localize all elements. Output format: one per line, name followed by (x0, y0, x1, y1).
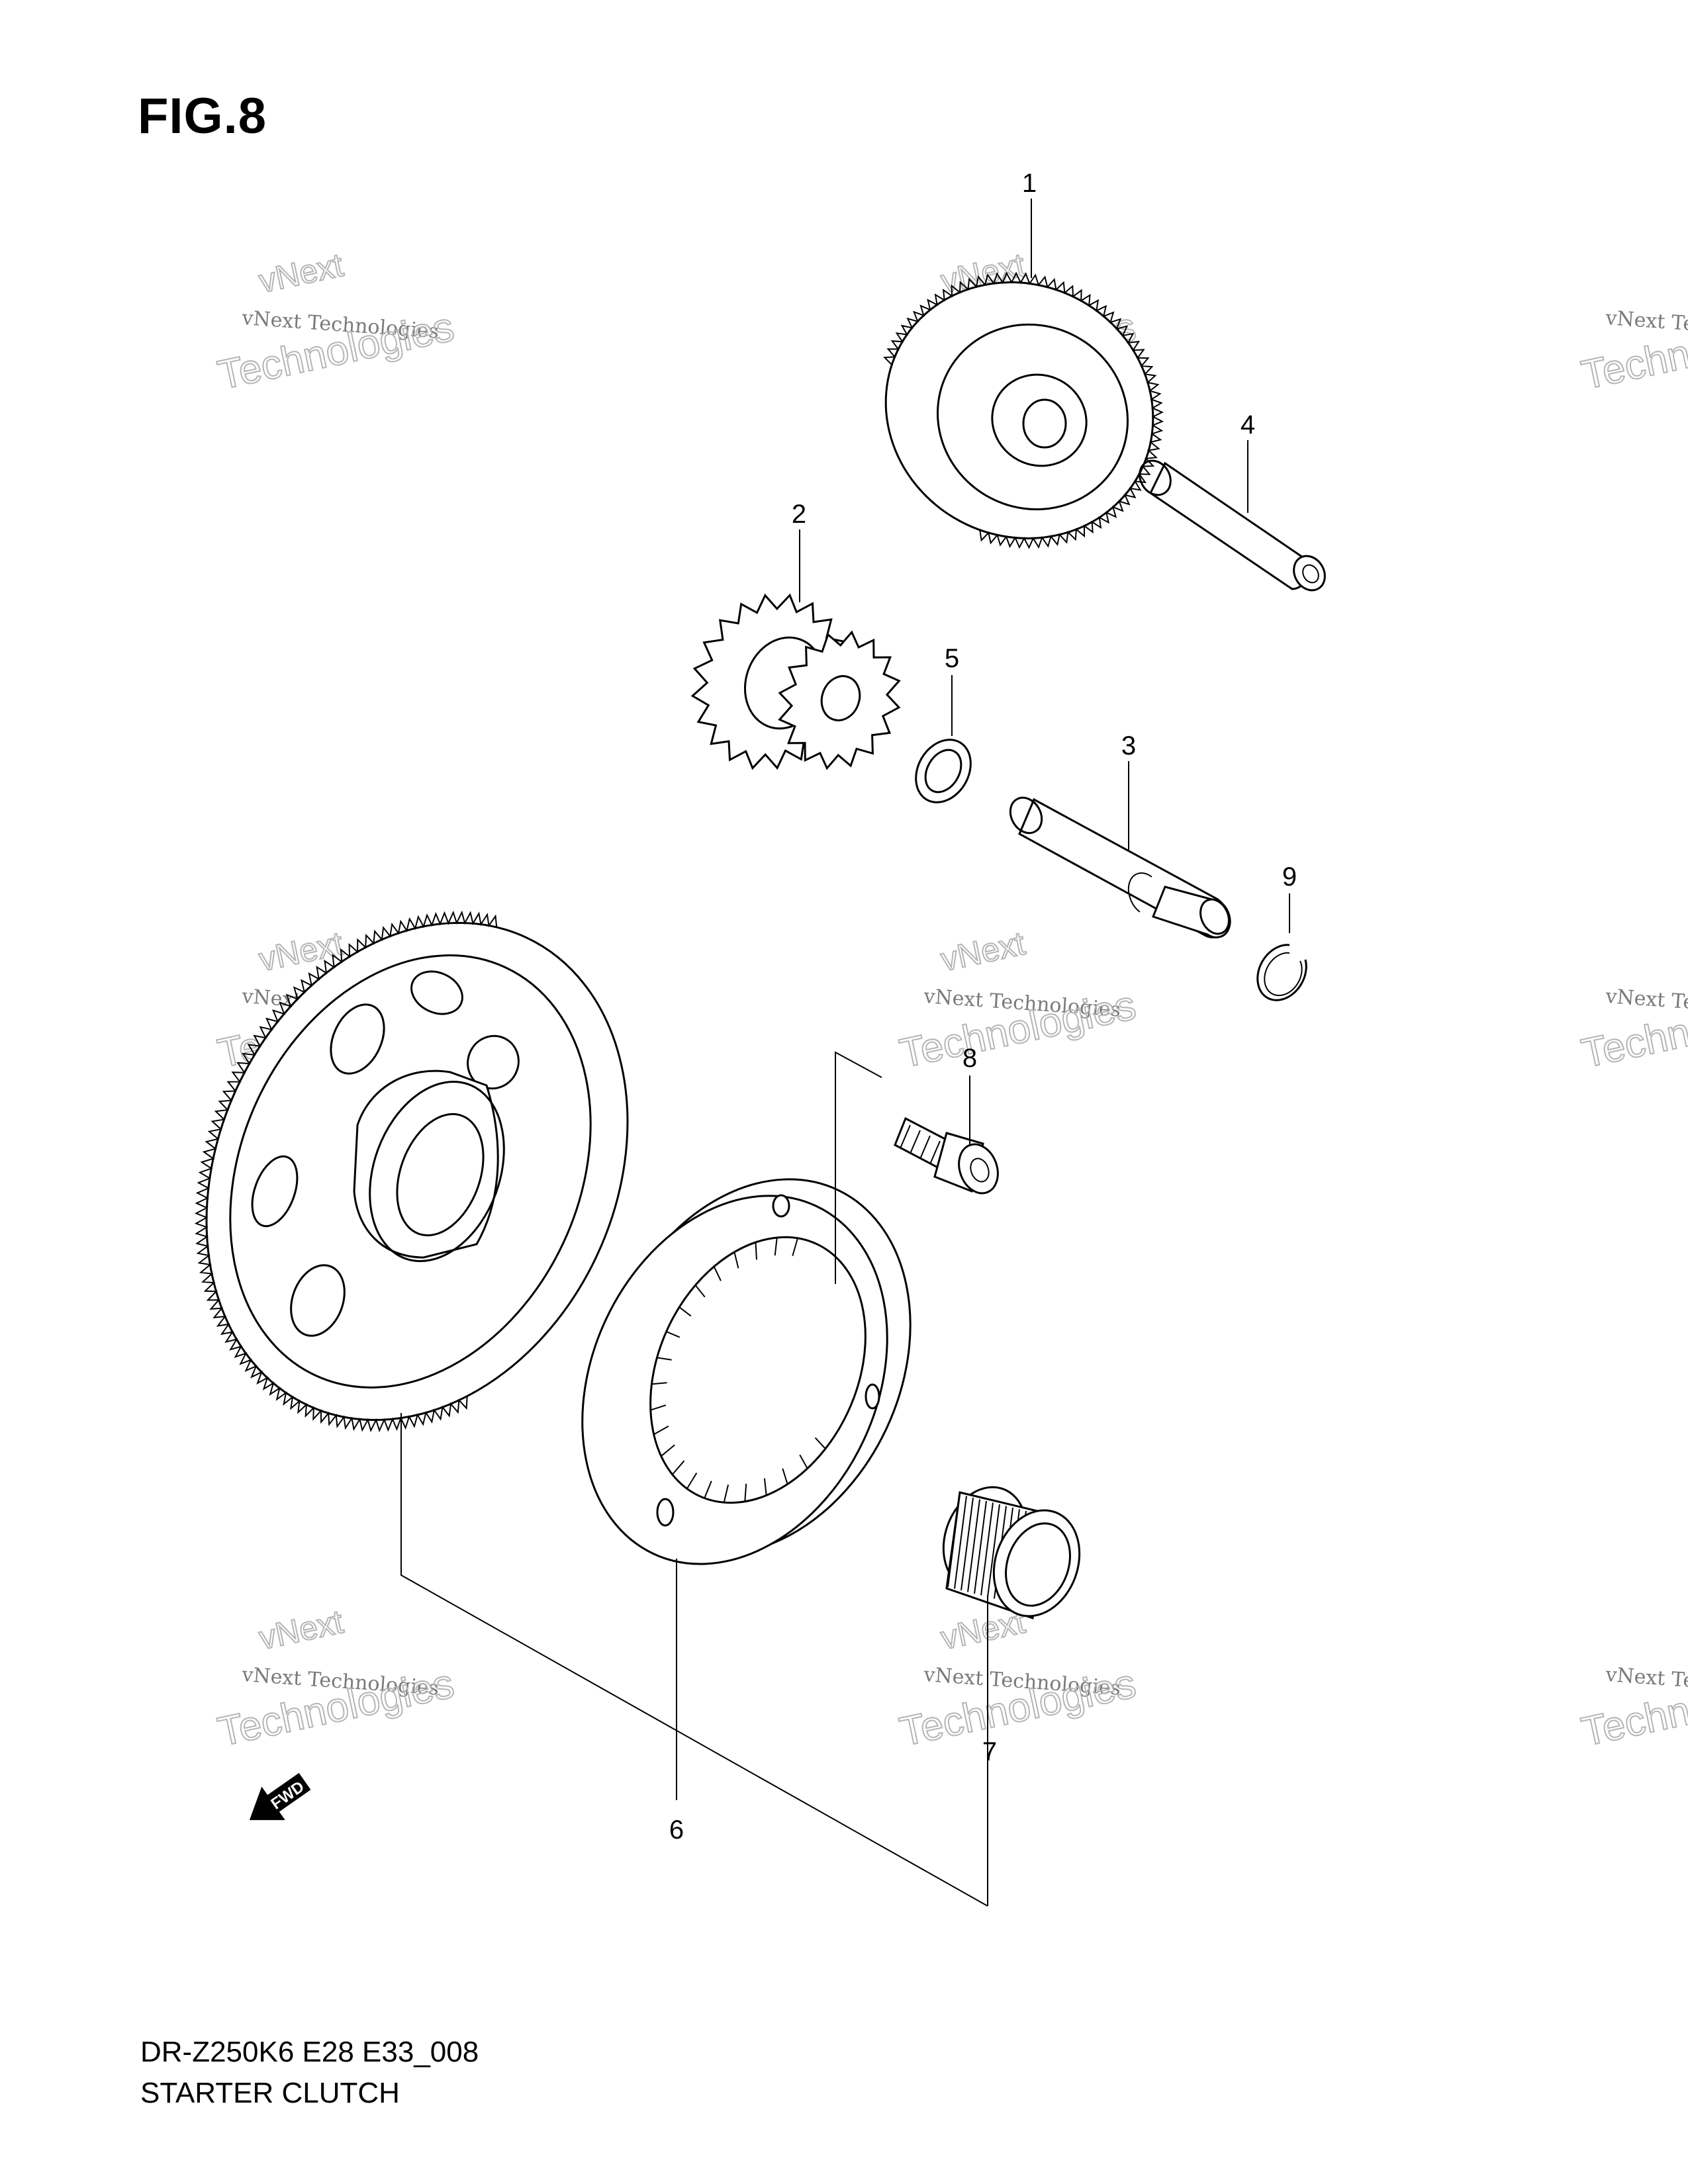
leader-lines (400, 199, 1290, 1907)
washer-inner (924, 749, 962, 794)
idle-gear-hub (991, 373, 1088, 467)
callout-1: 1 (1022, 169, 1037, 198)
idle-gear-bore (1022, 398, 1067, 449)
watermark-next-text: vNext (937, 925, 1028, 978)
clutch-bolt-hole-2 (865, 1383, 880, 1410)
callout-2: 2 (792, 500, 806, 529)
callout-8: 8 (962, 1044, 977, 1073)
clutch-bolt-hole-3 (772, 1194, 790, 1218)
driven-gear-teeth (194, 910, 498, 1433)
driven-gear-boss-face (369, 1080, 505, 1263)
watermark-bottom-left: vNext vNext Technologies Technologies (213, 1602, 458, 1756)
forward-direction-arrow: FWD (249, 1772, 311, 1821)
part-1-idle-gear (883, 271, 1164, 549)
clutch-inner-race (649, 1236, 867, 1504)
callout-numbers: 1 2 3 4 5 6 7 8 9 (669, 169, 1297, 1844)
clutch-body-front (581, 1195, 888, 1565)
reduction-shaft-groove (1127, 872, 1152, 913)
driven-gear-hole-3 (330, 1003, 385, 1075)
part-6-one-way-clutch (581, 1178, 912, 1565)
callout-6: 6 (669, 1815, 684, 1844)
callout-4: 4 (1241, 410, 1255, 439)
part-3-reduction-shaft (1009, 796, 1231, 938)
driven-gear-web (229, 954, 592, 1388)
idle-shaft-left-end (1139, 459, 1172, 496)
reduction-shaft-left-end (1009, 796, 1043, 835)
watermark-bottom-right: vNext Technologies Technologies (1577, 1660, 1688, 1756)
idle-shaft-right-end (1293, 555, 1326, 592)
watermark-top-left: vNext vNext Technologies Technologies (213, 246, 458, 399)
idle-shaft-bore (1302, 564, 1319, 584)
clutch-bolt-hole-1 (656, 1498, 675, 1527)
watermark-top-right: vNext Technologies Technologies (1577, 303, 1688, 399)
circlip-ring-inner (1264, 952, 1303, 997)
reduction-shaft-right-end (1199, 898, 1230, 935)
bearing-bore (1005, 1522, 1071, 1607)
driven-gear-hole-4 (410, 970, 463, 1015)
bolt-head-face (958, 1143, 999, 1195)
callout-7: 7 (982, 1737, 997, 1766)
bolt-hex-socket (970, 1158, 990, 1183)
bolt-bracket-line (835, 1051, 882, 1284)
watermark-mid-mid: vNext vNext Technologies Technologies (895, 924, 1140, 1077)
watermark-mid-right: vNext Technologies Technologies (1577, 981, 1688, 1077)
bolt-thread (900, 1124, 941, 1165)
idle-shaft-body (1149, 461, 1309, 590)
circlip-ring (1256, 944, 1307, 1001)
idle-gear-teeth (883, 271, 1164, 549)
watermark-next-text: vNext (256, 246, 346, 300)
starter-driven-gear (194, 910, 629, 1433)
reduction-gear-small (778, 630, 901, 770)
clutch-rollers (650, 1237, 826, 1503)
callout-3: 3 (1121, 731, 1136, 760)
assembly-bracket-line (400, 1413, 988, 1907)
part-9-circlip (1256, 944, 1307, 1001)
callout-5: 5 (945, 644, 959, 673)
model-code: DR-Z250K6 E28 E33_008 (140, 2036, 479, 2068)
callout-9: 9 (1282, 862, 1297, 891)
figure-title: FIG.8 (138, 88, 267, 144)
assembly-name: STARTER CLUTCH (140, 2077, 400, 2109)
fwd-arrow-icon (249, 1772, 311, 1821)
driven-gear-bore (396, 1113, 485, 1237)
part-5-washer (915, 739, 972, 803)
driven-gear-hole-2 (251, 1155, 299, 1228)
watermark-next-text: vNext (256, 1603, 346, 1657)
washer-outer (915, 739, 972, 803)
part-8-bolt (894, 1116, 999, 1195)
reduction-gear-bore (820, 675, 861, 721)
idle-gear-inner-web (937, 323, 1129, 511)
driven-gear-boss (353, 1069, 499, 1259)
driven-gear-hole-1 (290, 1264, 346, 1337)
watermark-bottom-mid: vNext vNext Technologies Technologies (895, 1602, 1140, 1756)
part-2-reduction-gear (690, 593, 901, 770)
part-7-needle-bearing (942, 1486, 1081, 1620)
part-4-idle-shaft (1139, 459, 1326, 592)
idle-gear-outer-rim (884, 281, 1154, 539)
